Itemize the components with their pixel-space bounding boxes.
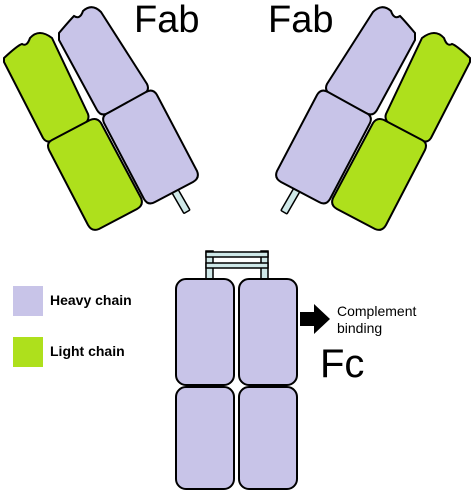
light-chain-constant-right [331,118,427,231]
heavy-chain-constant-left [102,89,199,205]
legend-swatch-light [13,337,43,367]
hinge-bridge-top [205,251,269,258]
legend-swatch-heavy [13,286,43,316]
fab-arm-left [3,6,199,231]
complement-label-line2: binding [337,320,382,336]
legend-label-light: Light chain [50,343,125,359]
heavy-chain-constant-right [275,89,372,205]
heavy-chain-ch2-right [238,278,298,386]
complement-binding: Complement binding [300,303,416,336]
legend-label-heavy: Heavy chain [50,292,132,308]
fab-arm-right [275,6,471,231]
light-chain-constant-left [47,118,143,231]
fab-label-right: Fab [268,0,333,41]
legend: Heavy chain Light chain [13,286,132,367]
heavy-chain-ch3-left [175,386,235,490]
hinge-bridge-bottom [205,262,269,269]
fc-region [175,250,298,490]
fab-label-left: Fab [134,0,199,41]
fc-label: Fc [320,342,364,386]
arrow-right-icon [300,304,330,334]
heavy-chain-ch3-right [238,386,298,490]
complement-label-line1: Complement [337,303,416,319]
heavy-chain-ch2-left [175,278,235,386]
